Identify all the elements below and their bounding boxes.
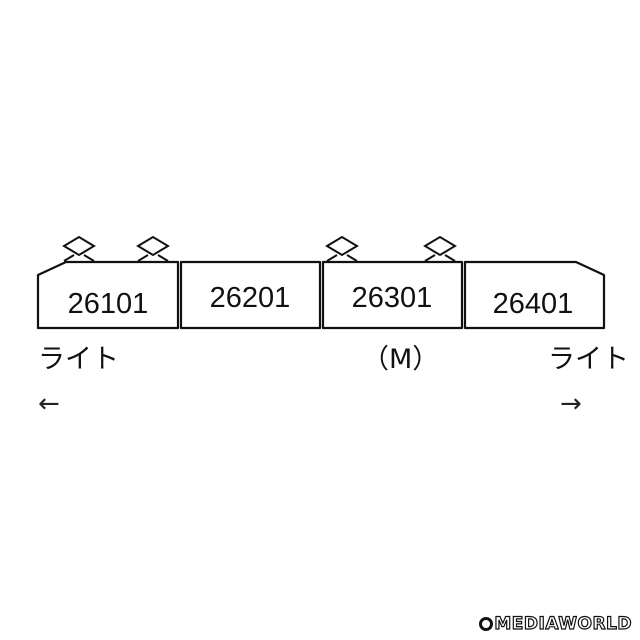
watermark-text: MEDIAWORLD — [494, 613, 632, 634]
pantograph-car1-b — [136, 235, 170, 262]
car-bodies — [36, 260, 606, 330]
right-light-label: ライト — [548, 344, 629, 375]
left-arrow-icon: ← — [38, 389, 60, 419]
motor-label: （M） — [362, 344, 439, 375]
pantograph-car3-a — [325, 235, 359, 262]
car-body-3 — [321, 260, 464, 330]
car-body-1 — [36, 260, 180, 330]
car-body-4 — [463, 260, 606, 330]
right-arrow-icon: → — [560, 389, 582, 419]
mediaworld-watermark: MEDIAWORLD — [479, 613, 632, 635]
left-light-label: ライト — [38, 344, 119, 375]
pantograph-car3-b — [423, 235, 457, 262]
pantograph-car1-a — [62, 235, 96, 262]
car-number-4: 26401 — [493, 288, 574, 320]
pantographs — [62, 235, 457, 262]
car-number-1: 26101 — [68, 288, 149, 320]
car-body-2 — [179, 260, 322, 330]
car-number-3: 26301 — [352, 282, 433, 314]
watermark-ring-icon — [479, 617, 494, 631]
car-number-2: 26201 — [210, 282, 291, 314]
